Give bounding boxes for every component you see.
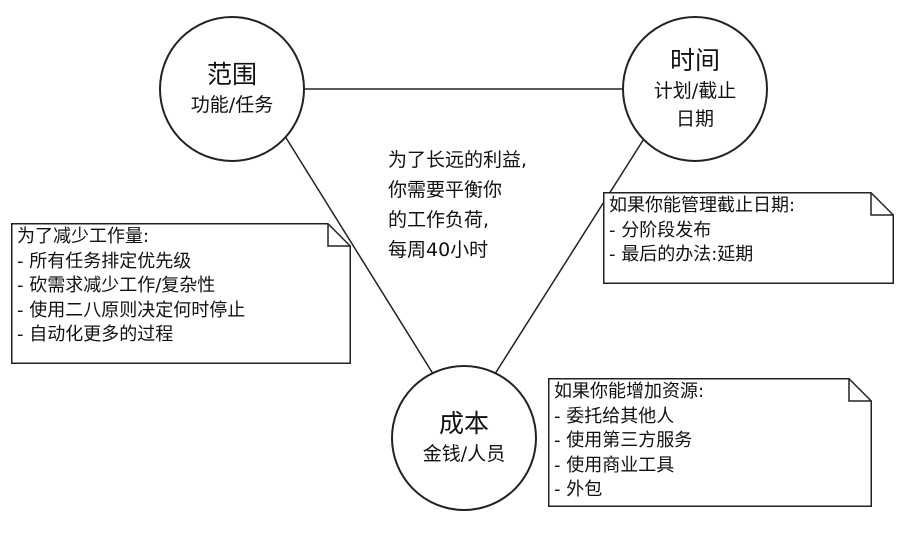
note-title: 为了减少工作量:: [17, 226, 150, 247]
scope-node: 范围 功能/任务: [159, 16, 305, 162]
cost-node: 成本 金钱/人员: [391, 365, 537, 511]
note-shape: [11, 223, 351, 364]
note-item: - 自动化更多的过程: [17, 324, 174, 345]
cost-title: 成本: [438, 409, 489, 438]
time-node: 时间 计划/截止 日期: [622, 16, 768, 162]
note-item: - 使用商业工具: [554, 454, 675, 476]
note-item: - 外包: [554, 479, 603, 500]
note-title: 如果你能增加资源:: [554, 381, 705, 402]
note-item: - 砍需求减少工作/复杂性: [17, 275, 216, 296]
center-line: 每周40小时: [388, 239, 489, 261]
reduce-work-note: 为了减少工作量: - 所有任务排定优先级 - 砍需求减少工作/复杂性 - 使用二…: [11, 223, 351, 364]
note-item: - 分阶段发布: [609, 219, 712, 241]
note-item: - 所有任务排定优先级: [17, 250, 192, 272]
note-item: - 委托给其他人: [554, 405, 675, 427]
note-item: - 最后的办法:延期: [609, 244, 754, 265]
center-line: 的工作负荷,: [388, 209, 490, 231]
center-line: 为了长远的利益,: [388, 149, 528, 171]
scope-cost-edge: [282, 132, 436, 378]
center-line: 你需要平衡你: [388, 179, 503, 201]
add-resources-note: 如果你能增加资源: - 委托给其他人 - 使用第三方服务 - 使用商业工具 - …: [548, 378, 872, 507]
time-subtitle-line2: 日期: [675, 108, 714, 130]
center-message: 为了长远的利益, 你需要平衡你 的工作负荷, 每周40小时: [388, 145, 527, 265]
note-shape: [603, 192, 894, 284]
note-item: - 使用二八原则决定何时停止: [17, 299, 246, 321]
cost-subtitle: 金钱/人员: [422, 443, 506, 465]
scope-subtitle: 功能/任务: [190, 94, 274, 116]
time-subtitle-line1: 计划/截止: [653, 80, 737, 102]
time-title: 时间: [669, 46, 720, 75]
note-shape: [548, 378, 872, 507]
note-item: - 使用第三方服务: [554, 430, 693, 451]
scope-title: 范围: [206, 60, 257, 89]
time-cost-edge: [492, 133, 648, 378]
note-title: 如果你能管理截止日期:: [609, 195, 796, 216]
manage-deadline-note: 如果你能管理截止日期: - 分阶段发布 - 最后的办法:延期: [603, 192, 894, 284]
